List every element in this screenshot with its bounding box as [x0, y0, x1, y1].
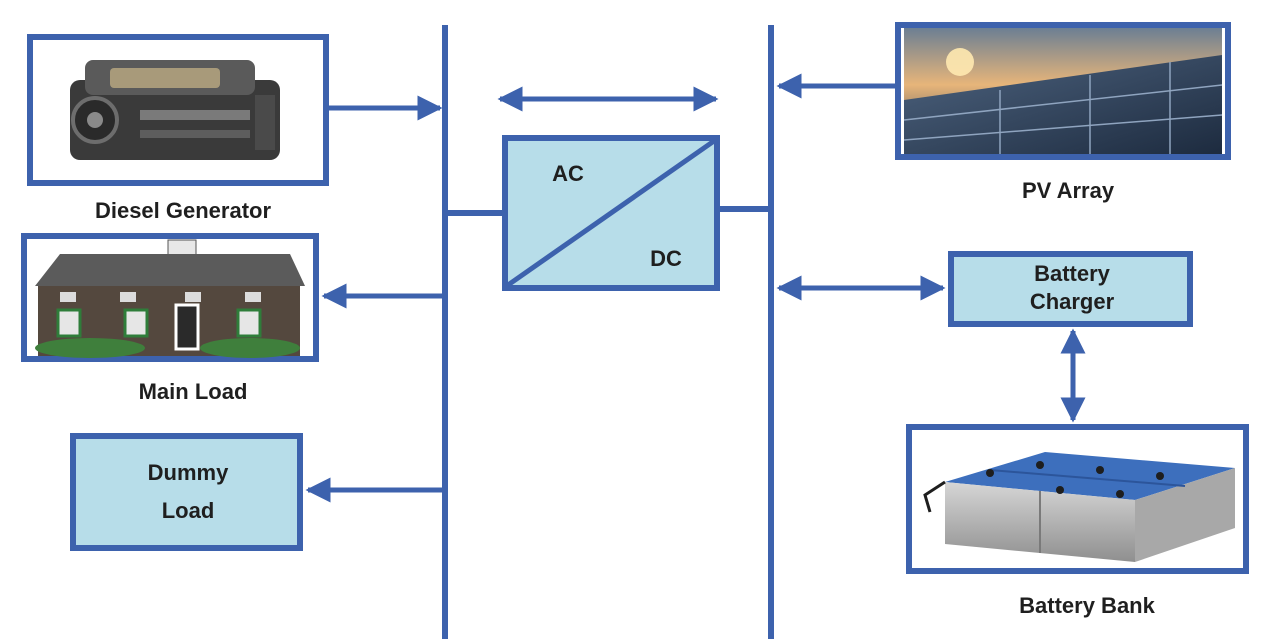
battery-icon	[923, 452, 1235, 562]
ac-dc-converter: AC DC	[502, 135, 720, 291]
main-load: Main Load	[21, 233, 319, 404]
dummy-load: Dummy Load	[70, 433, 303, 551]
battery-charger-label-line1: Battery	[1034, 261, 1111, 286]
house-icon	[35, 239, 305, 358]
converter-dc-label: DC	[650, 246, 682, 271]
battery-charger: Battery Charger	[948, 251, 1193, 327]
pv-array-label: PV Array	[1022, 178, 1115, 203]
battery-charger-box	[948, 251, 1193, 327]
engine-icon	[70, 60, 280, 160]
battery-bank: Battery Bank	[906, 424, 1249, 618]
battery-charger-label-line2: Charger	[1030, 289, 1115, 314]
solar-panel-icon	[903, 28, 1223, 154]
diesel-generator: Diesel Generator	[27, 34, 329, 223]
dummy-load-label-line1: Dummy	[148, 460, 229, 485]
converter-diagonal	[506, 138, 716, 288]
diesel-generator-label: Diesel Generator	[95, 198, 272, 223]
main-load-label: Main Load	[139, 379, 248, 404]
dummy-load-box	[70, 433, 303, 551]
converter-ac-label: AC	[552, 161, 584, 186]
battery-bank-label: Battery Bank	[1019, 593, 1155, 618]
dummy-load-label-line2: Load	[162, 498, 215, 523]
pv-array: PV Array	[895, 22, 1231, 203]
